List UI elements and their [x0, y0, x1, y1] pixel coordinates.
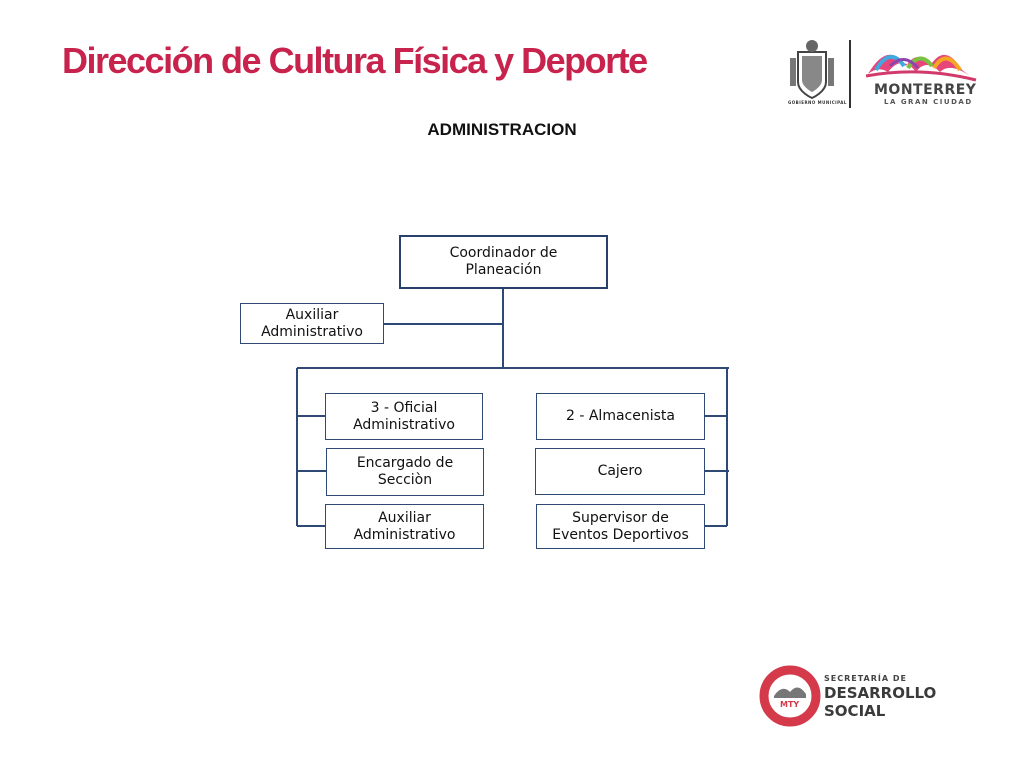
left-role-box: Auxiliar Administrativo [325, 504, 484, 549]
monterrey-logo-tagline: LA GRAN CIUDAD [884, 98, 973, 106]
secretaria-line-3: SOCIAL [824, 702, 886, 720]
right-role-box: 2 - Almacenista [536, 393, 705, 440]
monterrey-logo-name: MONTERREY [874, 82, 977, 98]
seal-shield-icon [790, 40, 834, 100]
municipal-seal-icon [790, 40, 977, 108]
municipal-seal-label: GOBIERNO MUNICIPAL [788, 100, 847, 105]
secretaria-badge-icon [759, 665, 821, 727]
secretaria-line-1: SECRETARÍA DE [824, 674, 907, 683]
staff-assistant-box: Auxiliar Administrativo [240, 303, 384, 344]
right-role-box: Cajero [535, 448, 705, 495]
left-role-box: 3 - Oficial Administrativo [325, 393, 483, 440]
secretaria-line-2: DESARROLLO [824, 684, 937, 702]
monterrey-mountains-icon [865, 54, 977, 82]
mty-badge-text: MTY [780, 700, 800, 709]
right-role-box: Supervisor de Eventos Deportivos [536, 504, 705, 549]
left-role-box: Encargado de Secciòn [326, 448, 484, 496]
logo-area-bottom: MTY SECRETARÍA DE DESARROLLO SOCIAL [758, 664, 936, 733]
logo-area-top: GOBIERNO MUNICIPAL MONTERREY LA GRAN CIU… [780, 36, 990, 115]
coordinator-box: Coordinador de Planeación [399, 235, 608, 289]
page-title: Dirección de Cultura Física y Deporte [62, 40, 648, 81]
section-subtitle: ADMINISTRACION [427, 120, 577, 139]
